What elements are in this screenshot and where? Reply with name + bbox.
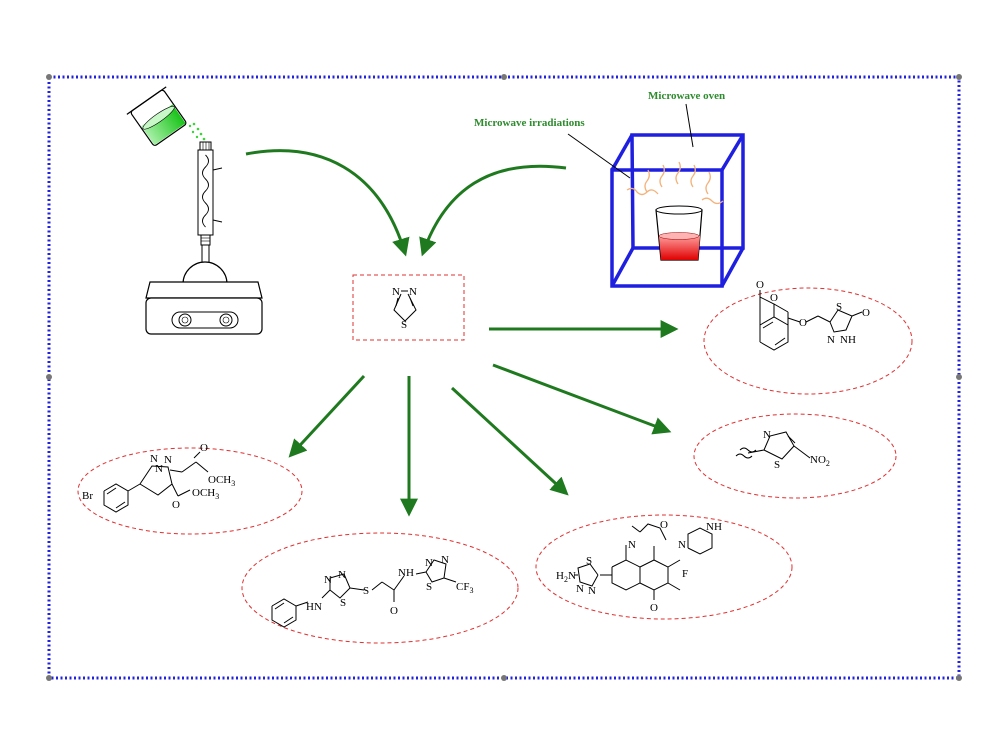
molecule-quinolone: O N NH N F O S N N H2N [556, 519, 722, 614]
amide-n4: N [441, 554, 449, 566]
amide-n3: N [425, 557, 433, 569]
molecule-coumarin: O O O S N NH O [756, 279, 870, 351]
quinolone-o-ring: O [660, 519, 668, 531]
core-thiadiazole: N N S [392, 286, 417, 331]
core-s: S [401, 319, 407, 331]
amide-s2: S [426, 581, 432, 593]
arrow-reflux-to-core [245, 149, 410, 257]
label-microwave-oven: Microwave oven [648, 90, 725, 102]
triazole-n1: N [150, 453, 158, 465]
quinolone-n-ring: N [628, 539, 636, 551]
pouring-beaker [126, 86, 187, 146]
amide-s-link: S [363, 585, 369, 597]
nitrothiazole-n: N [763, 429, 771, 441]
coumarin-nh: NH [840, 334, 856, 346]
amide-o: O [390, 605, 398, 617]
core-n2: N [409, 286, 417, 298]
product-ellipse-quinolone [535, 514, 793, 620]
quinolone-n-pip: N [678, 539, 686, 551]
molecule-nitrothiazole: N S NO2 [735, 429, 830, 471]
amide-n1: N [324, 574, 332, 586]
triazole-ome2: OCH3 [192, 487, 219, 501]
reflux-apparatus [126, 86, 263, 335]
core-n1: N [392, 286, 400, 298]
arrow-microwave-to-core [419, 164, 567, 257]
triazole-br: Br [82, 490, 93, 502]
coumarin-s: S [836, 301, 842, 313]
coumarin-o-ring: O [770, 292, 778, 304]
nitrothiazole-s: S [774, 459, 780, 471]
product-ellipse-nitrothiazole [693, 413, 897, 499]
coumarin-o-carbonyl: O [756, 279, 764, 291]
triazole-n3: N [155, 463, 163, 475]
nitrothiazole-no: NO2 [810, 454, 830, 468]
triazole-ome1: OCH3 [208, 474, 235, 488]
quinolone-h2n: H2N [556, 570, 576, 584]
quinolone-n2: N [588, 585, 596, 597]
label-microwave-irradiations: Microwave irradiations [474, 117, 585, 129]
product-ellipse-triazole [77, 447, 303, 535]
coumarin-o-ether: O [799, 317, 807, 329]
triazole-n2: N [164, 454, 172, 466]
quinolone-nh: NH [706, 521, 722, 533]
coumarin-o-exo: O [862, 307, 870, 319]
quinolone-s: S [586, 555, 592, 567]
outer-frame [47, 75, 961, 680]
frame-handles [46, 74, 962, 681]
molecule-triazole: Br N N N O OCH3 O OCH3 [82, 442, 235, 513]
quinolone-n1: N [576, 583, 584, 595]
amide-nh: NH [398, 567, 414, 579]
quinolone-o-keto: O [650, 602, 658, 614]
product-ellipse-thiadiazole-amide [241, 532, 519, 644]
product-arrows [288, 320, 679, 517]
product-ellipse-coumarin [703, 287, 913, 395]
core-box [352, 274, 465, 341]
microwave-waves [626, 161, 724, 205]
amide-cf3: CF3 [456, 581, 473, 595]
microwave-oven [567, 103, 745, 288]
pouring-drops [188, 122, 207, 146]
triazole-o1: O [200, 442, 208, 454]
amide-s1: S [340, 597, 346, 609]
molecule-thiadiazole-amide: HN N N S S O NH N N S CF3 [271, 554, 473, 628]
amide-hn: HN [306, 601, 322, 613]
quinolone-f: F [682, 568, 688, 580]
amide-n2: N [338, 569, 346, 581]
triazole-o2: O [172, 499, 180, 511]
coumarin-n: N [827, 334, 835, 346]
